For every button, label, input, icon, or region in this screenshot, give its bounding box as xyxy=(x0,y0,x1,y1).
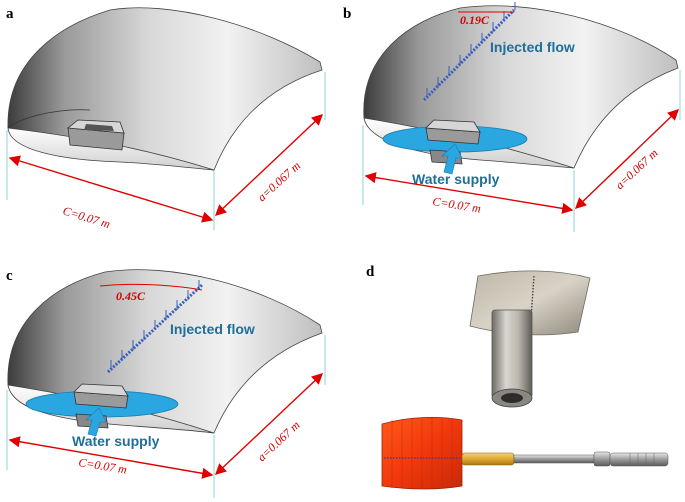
chord-label-b: C=0.07 m xyxy=(432,194,483,216)
panel-c: c Water supply xyxy=(6,268,326,498)
injected-flow-label-c: Injected flow xyxy=(170,321,255,337)
water-supply-label-c: Water supply xyxy=(72,433,160,449)
guide-lines-c xyxy=(6,335,326,498)
injection-row-c xyxy=(106,280,204,374)
guide-lines-b xyxy=(362,70,681,232)
root-block-a xyxy=(66,119,125,151)
span-label-c: a=0.067 m xyxy=(254,418,302,464)
position-line-c xyxy=(99,283,203,291)
water-supply-arrow-c xyxy=(85,407,107,437)
panel-letter-b: b xyxy=(343,6,351,22)
span-label-b: a=0.067 m xyxy=(612,146,660,192)
span-arrow-a xyxy=(214,114,324,216)
injection-row-b xyxy=(422,2,516,102)
panel-d: d xyxy=(366,264,669,490)
red-hydrofoil-photo xyxy=(381,416,669,490)
chord-label-c: C=0.07 m xyxy=(78,455,129,477)
water-supply-label-b: Water supply xyxy=(412,171,500,187)
position-label-c: 0.45C xyxy=(116,289,146,303)
guide-lines-a xyxy=(6,72,326,230)
span-arrow-b xyxy=(574,109,680,209)
span-label-a: a=0.067 m xyxy=(255,158,304,204)
panel-a: a C=0.07 m a=0.067 m xyxy=(6,6,326,231)
panel-letter-d: d xyxy=(366,264,375,280)
panel-b: b Water supply xyxy=(343,2,681,232)
chord-label-a: C=0.07 m xyxy=(61,203,112,231)
metal-hydrofoil-photo xyxy=(469,270,591,408)
position-label-b: 0.19C xyxy=(460,13,490,27)
panel-letter-a: a xyxy=(6,6,14,22)
chord-arrow-a xyxy=(8,155,214,223)
chord-arrow-b xyxy=(364,172,574,214)
water-supply-arrow-b xyxy=(441,143,463,175)
chord-arrow-c xyxy=(8,436,214,479)
span-arrow-c xyxy=(214,373,324,475)
injected-flow-label-b: Injected flow xyxy=(490,39,575,55)
panel-letter-c: c xyxy=(6,268,13,284)
